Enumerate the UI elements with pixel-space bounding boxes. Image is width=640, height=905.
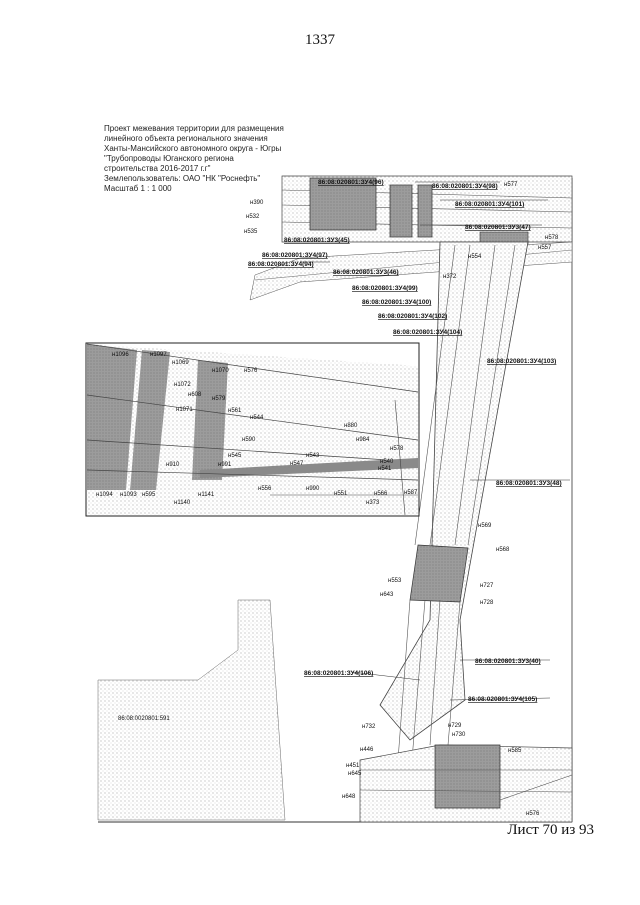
plot-label: 86:08:020801:ЗУ4(96) xyxy=(318,179,384,186)
point-label: н390 xyxy=(250,200,264,206)
plot-labels: 86:08:020801:ЗУ4(96) 86:08:020801:ЗУ4(98… xyxy=(118,179,562,722)
point-label: н730 xyxy=(452,732,466,738)
plot-label: 86:08:020801:ЗУ4(105) xyxy=(468,696,537,703)
plot-label: 86:08:020801:ЗУ4(97) xyxy=(262,252,328,259)
parcel-label: 86:08:0020801:591 xyxy=(118,716,170,722)
point-label: н568 xyxy=(496,547,510,553)
point-label: н540 xyxy=(380,459,394,465)
point-label: н1071 xyxy=(176,407,193,413)
point-label: н578 xyxy=(545,235,559,241)
plot-label: 86:08:020801:ЗУ3(45) xyxy=(284,237,350,244)
plot-label: 86:08:020801:ЗУ4(99) xyxy=(352,285,418,292)
point-label: н566 xyxy=(374,491,388,497)
point-label: н561 xyxy=(228,408,242,414)
parcel-591 xyxy=(97,599,286,821)
title-line: Ханты-Мансийского автономного округа - Ю… xyxy=(104,144,282,153)
point-label: н880 xyxy=(344,423,358,429)
point-label: н1140 xyxy=(174,500,191,506)
title-line: линейного объекта регионального значения xyxy=(104,134,268,143)
point-label: н553 xyxy=(388,578,402,584)
plot-label: 86:08:020801:ЗУ4(106) xyxy=(304,670,373,677)
point-label: н576 xyxy=(244,368,258,374)
point-label: н643 xyxy=(380,592,394,598)
point-label: н645 xyxy=(348,771,362,777)
point-label: н590 xyxy=(242,437,256,443)
point-label: н541 xyxy=(378,466,392,472)
point-label: н595 xyxy=(142,492,156,498)
inset-detail xyxy=(85,342,420,517)
point-label: н569 xyxy=(478,523,492,529)
point-label: н545 xyxy=(228,453,242,459)
plot-label: 86:08:020801:ЗУ3(48) xyxy=(496,480,562,487)
point-label: н578 xyxy=(390,446,404,452)
point-label: н556 xyxy=(258,486,272,492)
top-corridor xyxy=(281,175,573,245)
point-label: н1069 xyxy=(172,360,189,366)
plot-label: 86:08:020801:ЗУ4(94) xyxy=(248,261,314,268)
point-label: н1072 xyxy=(174,382,191,388)
point-label: н648 xyxy=(342,794,356,800)
sheet-label: Лист 70 из 93 xyxy=(507,822,594,838)
point-label: н557 xyxy=(538,245,552,251)
main-corridor xyxy=(379,241,529,761)
point-label: н576 xyxy=(526,811,540,817)
point-label: н551 xyxy=(334,491,348,497)
map-title-block: Проект межевания территории для размещен… xyxy=(104,124,319,194)
plot-label: 86:08:020801:ЗУ4(102) xyxy=(378,313,447,320)
point-label: н727 xyxy=(480,583,494,589)
point-label: н372 xyxy=(443,274,457,280)
point-label: н532 xyxy=(246,214,260,220)
point-label: н729 xyxy=(448,723,462,729)
plot-label: 86:08:020801:ЗУ4(101) xyxy=(455,201,524,208)
plot-label: 86:08:020801:ЗУ4(98) xyxy=(432,183,498,190)
point-label: н587 xyxy=(404,490,418,496)
plot-label: 86:08:020801:ЗУ4(103) xyxy=(487,358,556,365)
point-label: н535 xyxy=(244,229,258,235)
title-line: Землепользователь: ОАО "НК "Роснефть" xyxy=(104,174,261,183)
point-label: н1070 xyxy=(212,368,229,374)
point-label: н728 xyxy=(480,600,494,606)
title-line: строительства 2016-2017 г.г" xyxy=(104,164,211,173)
point-label: н990 xyxy=(306,486,320,492)
plot-label: 86:08:020801:ЗУ3(40) xyxy=(475,658,541,665)
point-label: н1097 xyxy=(150,352,167,358)
point-label: н446 xyxy=(360,747,374,753)
point-label: н373 xyxy=(366,500,380,506)
page-number: 1337 xyxy=(305,32,335,48)
title-line: "Трубопроводы Юганского региона xyxy=(104,154,234,163)
scale-label: Масштаб 1 : 1 000 xyxy=(104,184,172,193)
point-label: н579 xyxy=(212,396,226,402)
point-label: н577 xyxy=(504,182,518,188)
point-label: н543 xyxy=(306,453,320,459)
point-label: н554 xyxy=(468,254,482,260)
point-label: н732 xyxy=(362,724,376,730)
point-label: н1096 xyxy=(112,352,129,358)
point-label: н608 xyxy=(188,392,202,398)
point-label: н585 xyxy=(508,748,522,754)
point-label: н1094 xyxy=(96,492,113,498)
plot-label: 86:08:020801:ЗУ4(100) xyxy=(362,299,431,306)
leader-lines xyxy=(300,181,570,701)
point-label: н984 xyxy=(356,437,370,443)
point-label: н544 xyxy=(250,415,264,421)
point-label: н1093 xyxy=(120,492,137,498)
title-line: Проект межевания территории для размещен… xyxy=(104,124,284,133)
point-labels: н390 н532 н535 н577 н578 н557 н554 н372 … xyxy=(96,182,559,817)
plot-label: 86:08:020801:ЗУ3(47) xyxy=(465,224,531,231)
point-label: н547 xyxy=(290,461,304,467)
bottom-corridor xyxy=(359,744,573,823)
point-label: н1141 xyxy=(198,492,215,498)
plot-label: 86:08:020801:ЗУ3(46) xyxy=(333,269,399,276)
point-label: н451 xyxy=(346,763,360,769)
point-label: н991 xyxy=(218,462,232,468)
plot-label: 86:08:020801:ЗУ4(104) xyxy=(393,329,462,336)
point-label: н910 xyxy=(166,462,180,468)
